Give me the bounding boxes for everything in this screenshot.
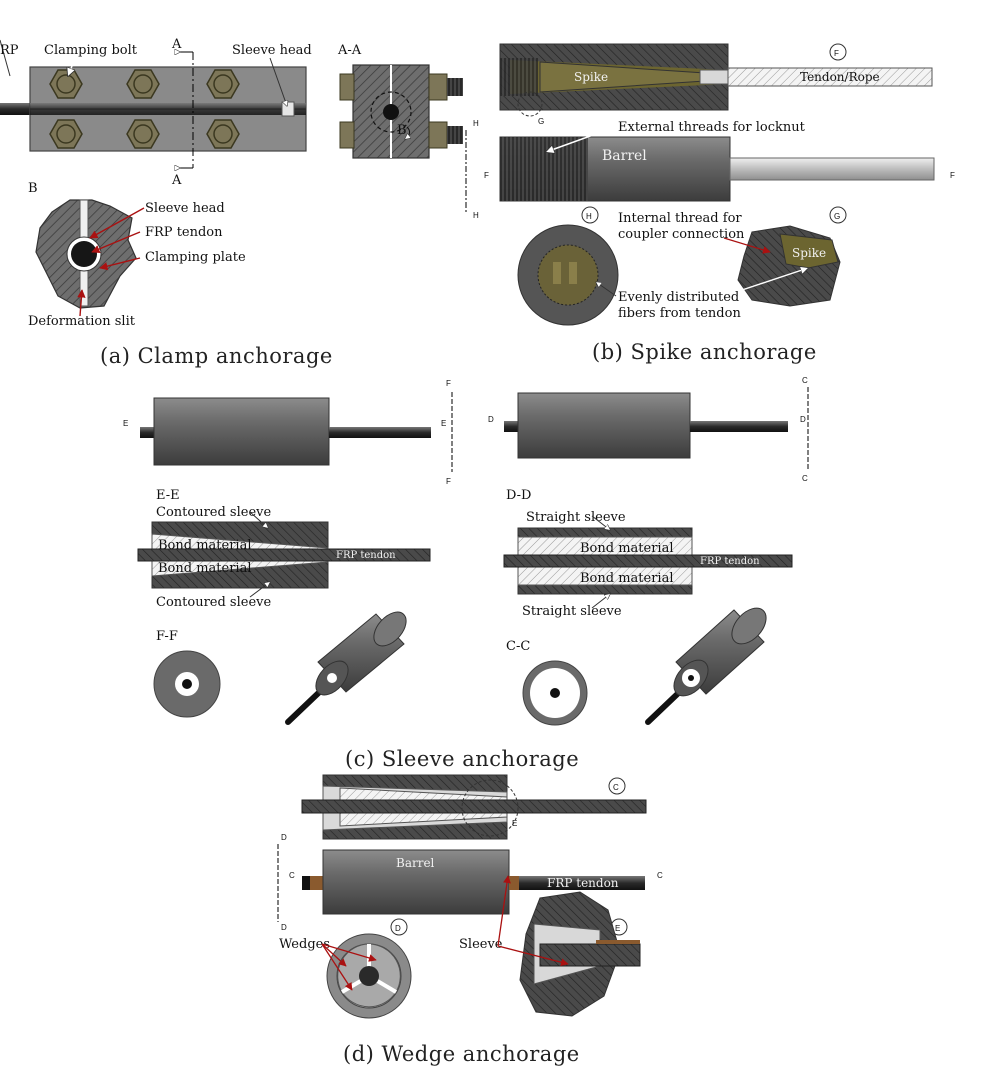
- barrel-label: Barrel: [602, 148, 647, 164]
- sleeve-label: Sleeve: [459, 937, 503, 952]
- f-right-label: F: [950, 171, 955, 180]
- detail-b-label: B: [28, 181, 38, 196]
- bond-material-right-bottom: Bond material: [580, 571, 673, 586]
- panel-b-spike: Spike Tendon/Rope F G External threads f…: [465, 43, 955, 364]
- section-a-bottom: A: [171, 173, 182, 188]
- d-bottom-label: D: [281, 923, 287, 932]
- external-threads-label: External threads for locknut: [618, 120, 806, 135]
- section-ee-label: E-E: [156, 488, 180, 503]
- bond-material-bottom: Bond material: [158, 561, 251, 576]
- c-circle-label: C: [613, 783, 619, 792]
- straight-sleeve-bottom: Straight sleeve: [522, 604, 622, 619]
- clamping-bolt-label: Clamping bolt: [44, 43, 138, 58]
- sleeve-head-b-label: Sleeve head: [145, 201, 225, 216]
- internal-thread-1: Internal thread for: [618, 211, 742, 226]
- contoured-sleeve-elevation: [153, 397, 330, 466]
- wedges-label: Wedges: [279, 937, 330, 952]
- internal-thread-2: coupler connection: [618, 227, 745, 242]
- g-circle-label: G: [834, 212, 840, 221]
- h-top-label: H: [473, 119, 479, 128]
- spike-label: Spike: [574, 70, 608, 84]
- tendon-rope: [727, 67, 933, 87]
- frp-tendon-d-label: FRP tendon: [547, 876, 619, 890]
- c-bottom-label: C: [802, 474, 808, 483]
- tendon-rope-label: Tendon/Rope: [800, 70, 880, 84]
- contoured-sleeve-bottom: Contoured sleeve: [156, 595, 271, 610]
- h-bottom-label: H: [473, 211, 479, 220]
- panel-a-clamp: RP Clamping bolt Sleeve head A A A-A B B…: [0, 37, 463, 368]
- evenly-distributed-2: fibers from tendon: [618, 306, 741, 321]
- caption-a: (a) Clamp anchorage: [100, 344, 333, 368]
- e-right-label: E: [441, 419, 446, 428]
- section-cc-label: C-C: [506, 639, 530, 654]
- g-small-label: G: [538, 117, 544, 126]
- f-circle-label: F: [834, 49, 839, 58]
- f-left-label: F: [484, 171, 489, 180]
- sleeve-head-label: Sleeve head: [232, 43, 312, 58]
- e-circle-label: E: [615, 924, 620, 933]
- wedge-frp-tendon: [519, 876, 645, 890]
- section-aa-label: A-A: [337, 43, 362, 58]
- deformation-slit-label: Deformation slit: [28, 314, 136, 329]
- evenly-distributed-1: Evenly distributed: [618, 290, 739, 305]
- panel-d-wedge: C E D D C C Barrel FRP tendon D Wedges E: [277, 774, 663, 1066]
- d-right-label: D: [800, 415, 806, 424]
- section-dd-label: D-D: [506, 488, 531, 503]
- contoured-sleeve-3d: [285, 611, 407, 725]
- frp-tendon-right-label: FRP tendon: [700, 556, 760, 567]
- straight-sleeve-top: Straight sleeve: [526, 510, 626, 525]
- b-mark: B: [397, 123, 407, 138]
- caption-b: (b) Spike anchorage: [592, 340, 817, 364]
- bond-material-top: Bond material: [158, 538, 251, 553]
- tendon-rod: [0, 103, 30, 115]
- frp-tendon-left: [137, 548, 431, 562]
- panel-c-sleeve: F F E E C C D D E-E Contoured sleeve Bon…: [123, 376, 809, 771]
- section-ff-label: F-F: [156, 629, 178, 644]
- frp-tendon-label: FRP tendon: [145, 225, 223, 240]
- d-left-label: D: [488, 415, 494, 424]
- e-small-label: E: [512, 819, 517, 828]
- contoured-sleeve-top: Contoured sleeve: [156, 505, 271, 520]
- clamping-plate-label: Clamping plate: [145, 250, 246, 265]
- c-right-label: C: [657, 871, 663, 880]
- section-a-top: A: [171, 37, 182, 52]
- c-left-label: C: [289, 871, 295, 880]
- f-top-label: F: [446, 379, 451, 388]
- c-top-label: C: [802, 376, 808, 385]
- e-left-label: E: [123, 419, 128, 428]
- barrel-d-label: Barrel: [396, 856, 435, 870]
- d-top-label: D: [281, 833, 287, 842]
- rp-label: RP: [0, 43, 19, 58]
- wedge-tendon-section: [301, 799, 647, 814]
- caption-c: (c) Sleeve anchorage: [345, 747, 579, 771]
- frp-tendon-right: [503, 554, 793, 568]
- h-circle-label: H: [586, 212, 592, 221]
- bond-material-right-top: Bond material: [580, 541, 673, 556]
- straight-sleeve-elevation: [517, 392, 691, 459]
- d-circle-label: D: [395, 924, 401, 933]
- spike-detail-label: Spike: [792, 246, 826, 260]
- straight-sleeve-3d: [645, 607, 767, 725]
- caption-d: (d) Wedge anchorage: [343, 1042, 580, 1066]
- frp-tendon-left-label: FRP tendon: [336, 550, 396, 561]
- f-bottom-label: F: [446, 477, 451, 486]
